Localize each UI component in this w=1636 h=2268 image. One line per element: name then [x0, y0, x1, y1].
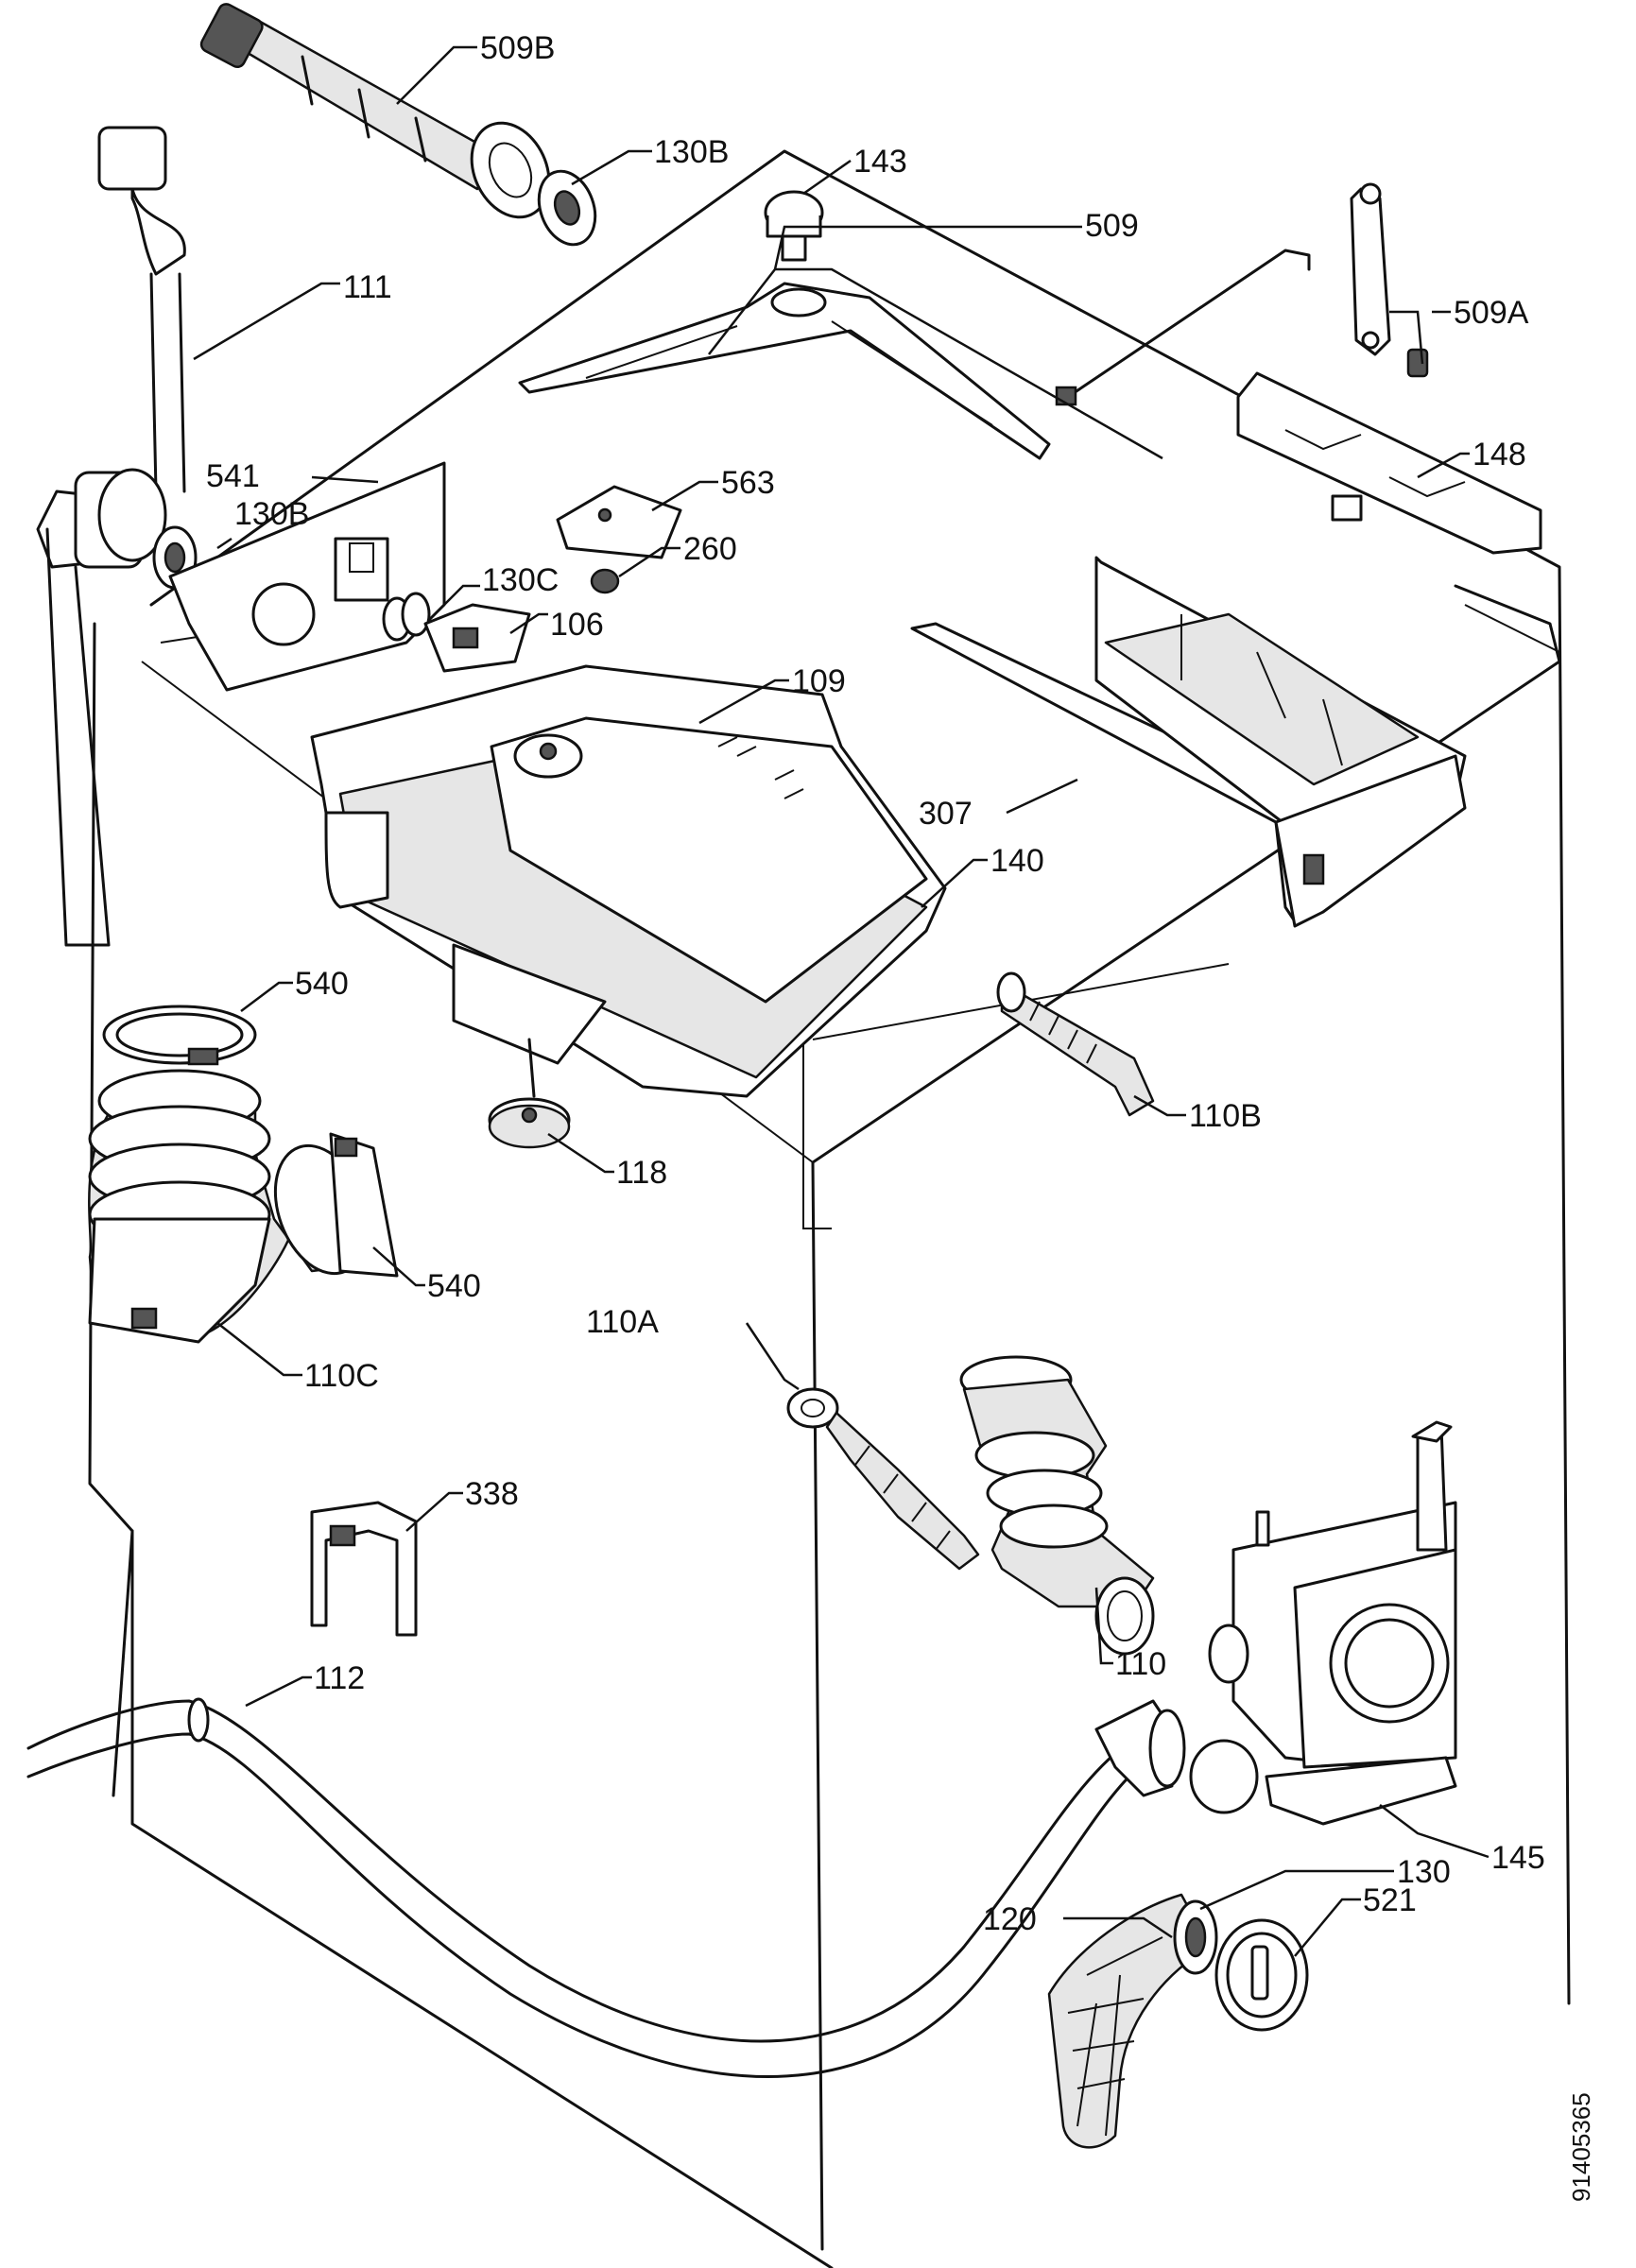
bellows-110	[959, 1355, 1155, 1656]
label-120: 120	[983, 1901, 1037, 1937]
label-110a: 110A	[586, 1304, 659, 1340]
label-111: 111	[343, 269, 392, 305]
filter-120	[1047, 1893, 1212, 2149]
label-130b-left: 130B	[234, 496, 309, 532]
label-145: 145	[1491, 1840, 1545, 1876]
drawer-307	[910, 556, 1467, 928]
drain-hose-112	[26, 1697, 1186, 2078]
inlet-hose-111	[36, 126, 186, 947]
label-140: 140	[990, 843, 1044, 879]
label-110c: 110C	[304, 1358, 379, 1394]
label-521: 521	[1363, 1882, 1417, 1918]
label-109: 109	[792, 663, 846, 699]
label-563: 563	[721, 465, 775, 501]
lever-509a	[1350, 182, 1429, 378]
leader-lines	[193, 45, 1490, 1957]
label-130: 130	[1397, 1854, 1451, 1890]
hose-110b	[996, 971, 1155, 1117]
seal-130	[1173, 1899, 1218, 1975]
drawing-code: 91405365	[1567, 2092, 1595, 2202]
label-106: 106	[550, 607, 604, 643]
cap-521	[1214, 1918, 1309, 2032]
nut-260	[590, 568, 620, 594]
bracket-541	[168, 461, 446, 692]
label-509b: 509B	[480, 30, 555, 66]
lever-509	[518, 249, 1311, 460]
label-148: 148	[1472, 437, 1526, 472]
label-260: 260	[683, 531, 737, 567]
seal-130c	[382, 592, 431, 642]
label-130c: 130C	[482, 562, 559, 598]
washer-130b-top	[537, 169, 597, 247]
label-338: 338	[465, 1476, 519, 1512]
label-130b-top: 130B	[654, 134, 729, 170]
valve-106	[423, 603, 531, 673]
label-540-side: 540	[427, 1268, 481, 1304]
label-143: 143	[853, 144, 907, 180]
handle-148	[1236, 371, 1542, 555]
inlet-pipe-509b	[199, 3, 551, 219]
clip-338	[310, 1501, 418, 1637]
label-509: 509	[1085, 208, 1139, 244]
clamp-540-side	[329, 1132, 399, 1278]
label-112: 112	[314, 1660, 365, 1696]
label-541: 541	[206, 458, 260, 494]
label-509a: 509A	[1454, 295, 1529, 331]
label-110: 110	[1115, 1646, 1166, 1682]
label-307: 307	[919, 796, 973, 832]
cam-563	[556, 485, 682, 559]
label-118: 118	[616, 1155, 667, 1191]
clamp-540-top	[102, 1005, 257, 1066]
pump-housing-145	[1189, 1420, 1457, 1826]
label-540-top: 540	[295, 966, 349, 1002]
label-110b: 110B	[1189, 1098, 1262, 1134]
part-labels: 509B 130B 143 509 111 509A 148 541 130B …	[206, 30, 1545, 1937]
knob-143	[764, 190, 824, 262]
dispenser-housing-109	[310, 664, 947, 1098]
gear-118	[488, 1097, 571, 1149]
hose-110a	[786, 1387, 980, 1571]
